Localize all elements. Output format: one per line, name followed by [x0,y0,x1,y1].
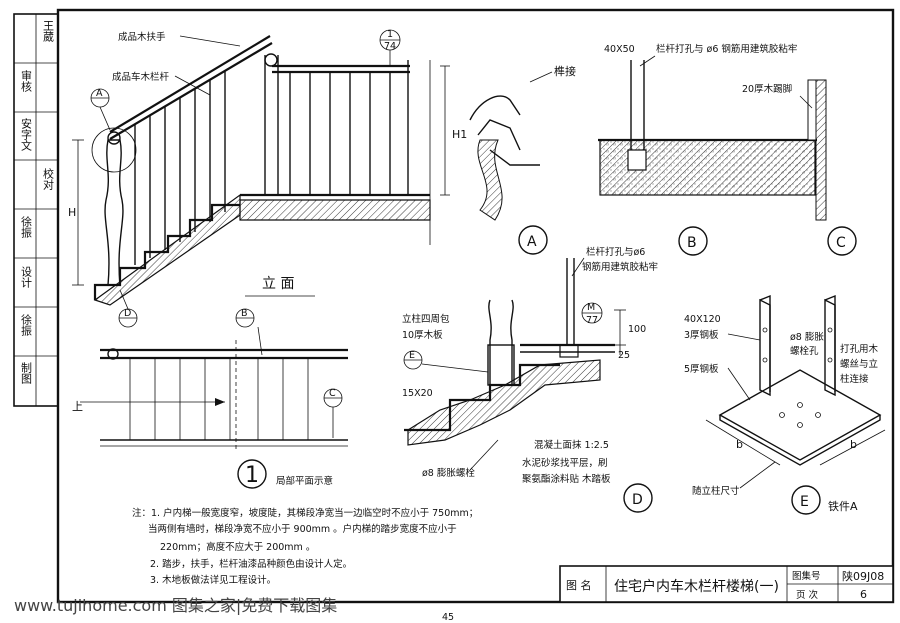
svg-text:1: 1 [387,29,393,40]
detail-e-plate3: 3厚钢板 [684,329,719,341]
callout-b: B [235,308,263,356]
detail-e-size-note: 随立柱尺寸 [692,485,740,497]
dim-h1: H1 [452,128,467,141]
detail-c-name: C [836,235,846,251]
sig-name-6: 徐振 [20,313,33,337]
detail-d-mortar2: 聚氨酯涂料贴 木踏板 [522,473,611,485]
detail-e-screw2: 螺丝与立 [840,358,878,370]
detail-b-name: B [687,235,697,251]
callout-c: C [323,388,343,438]
stair-elevation: 成品木扶手 成品车木栏杆 H H1 A D 1 74 立 面 [68,29,467,328]
detail-e-bolt2: 螺栓孔 [790,345,819,357]
callout-e: E [403,350,489,373]
detail-e-screw1: 打孔用木 [840,343,879,355]
svg-text:74: 74 [384,41,396,52]
sig-role-5: 设计 [20,266,33,289]
page-number-cell: 6 [860,588,867,601]
detail-d-name: D [632,492,643,508]
title-block: 图 名 住宅户内车木栏杆楼梯(一) 图集号 陕09J08 页 次 6 [559,565,894,603]
sig-name-2: 安字文 [20,117,33,151]
detail-d-dim-25: 25 [618,350,630,361]
plan-index-number: 1 [245,463,259,488]
detail-d-note2: 钢筋用建筑胶粘牢 [582,261,658,273]
note-1c: 220mm；高度不应大于 200mm 。 [160,541,315,553]
note-1a: 注：1. 户内梯一般宽度窄，坡度陡，其梯段净宽当一边临空时不应小于 750mm； [132,507,478,519]
detail-b-board: 20厚木踢脚 [742,83,792,95]
label-baluster: 成品车木栏杆 [112,71,170,83]
detail-e-b1: b [736,438,743,451]
detail-e-bolt1: ø8 膨胀 [790,331,824,343]
detail-a: 榫接 A [469,64,576,255]
sig-role-1: 审核 [20,69,33,93]
callout-a: A [90,88,111,131]
svg-text:M: M [587,302,595,313]
label-handrail: 成品木扶手 [118,31,166,43]
dim-h: H [68,206,76,219]
detail-b-dim: 40X50 [604,44,635,55]
title-label-page: 页 次 [796,589,819,601]
detail-d-note1: 栏杆打孔与ø6 [586,246,645,258]
sig-name-0: 王葳 [42,20,55,43]
sig-name-4: 徐振 [20,215,33,239]
svg-text:B: B [241,308,248,319]
detail-e-plate5: 5厚钢板 [684,363,719,375]
svg-text:77: 77 [586,315,598,326]
plan-title: 局部平面示意 [276,475,333,487]
detail-b: 40X50 栏杆打孔与 ø6 钢筋用建筑胶粘牢 20厚木踢脚 B [598,43,827,256]
detail-d-mortar1: 水泥砂浆找平层，刷 [522,457,608,469]
title-label-name: 图 名 [566,578,592,592]
note-3: 3. 木地板做法详见工程设计。 [150,574,276,586]
callout-m77: M 77 [581,302,603,326]
detail-e: 40X120 3厚钢板 5厚钢板 ø8 膨胀 螺栓孔 打孔用木 螺丝与立 柱连接… [684,294,886,515]
signature-column: 审核 王葳 安字文 校对 徐振 设计 徐振 制图 [13,13,59,407]
detail-d-dim-100: 100 [628,324,646,335]
svg-text:C: C [329,388,336,399]
detail-d: 栏杆打孔与ø6 钢筋用建筑胶粘牢 立柱四周包 10厚木板 E M 77 15X2… [402,246,658,513]
detail-e-screw3: 柱连接 [840,373,869,385]
drawing-title: 住宅户内车木栏杆楼梯(一) [614,578,779,595]
set-number: 陕09J08 [842,569,884,583]
detail-e-b2: b [850,438,857,451]
elevation-title: 立 面 [262,276,294,292]
detail-a-name: A [527,234,537,250]
detail-d-bolt: ø8 膨胀螺栓 [422,467,475,479]
note-2: 2. 踏步，扶手，栏杆油漆品种颜色由设计人定。 [150,558,352,570]
detail-d-15x20: 15X20 [402,388,433,399]
svg-text:E: E [409,350,415,361]
svg-text:A: A [96,88,103,99]
sig-role-7: 制图 [20,362,33,385]
callout-ref-1-74: 1 74 [379,29,401,66]
detail-e-dim: 40X120 [684,314,721,325]
note-1b: 当两侧有墙时，梯段净宽不应小于 900mm 。户内梯的踏步宽度不应小于 [148,523,457,535]
stair-plan: 上 B C 1 局部平面示意 [72,308,348,489]
detail-e-name: E [800,494,809,510]
sig-role-3: 校对 [42,167,55,190]
page-number: 45 [442,612,454,623]
detail-a-label: 榫接 [554,64,576,78]
detail-b-note: 栏杆打孔与 ø6 钢筋用建筑胶粘牢 [656,43,797,55]
svg-text:D: D [124,308,131,319]
detail-d-wrap2: 10厚木板 [402,329,443,341]
callout-d: D [118,289,138,328]
detail-e-part: 铁件A [828,500,858,513]
watermark: www.tujihome.com 图集之家|免费下载图集 [14,596,337,615]
detail-c: C [827,226,857,256]
detail-d-wrap1: 立柱四周包 [402,313,450,325]
notes: 注：1. 户内梯一般宽度窄，坡度陡，其梯段净宽当一边临空时不应小于 750mm；… [132,507,478,586]
detail-d-concrete: 混凝土面抹 1:2.5 [534,439,609,451]
title-label-set: 图集号 [792,570,821,582]
plan-up-label: 上 [72,400,83,413]
